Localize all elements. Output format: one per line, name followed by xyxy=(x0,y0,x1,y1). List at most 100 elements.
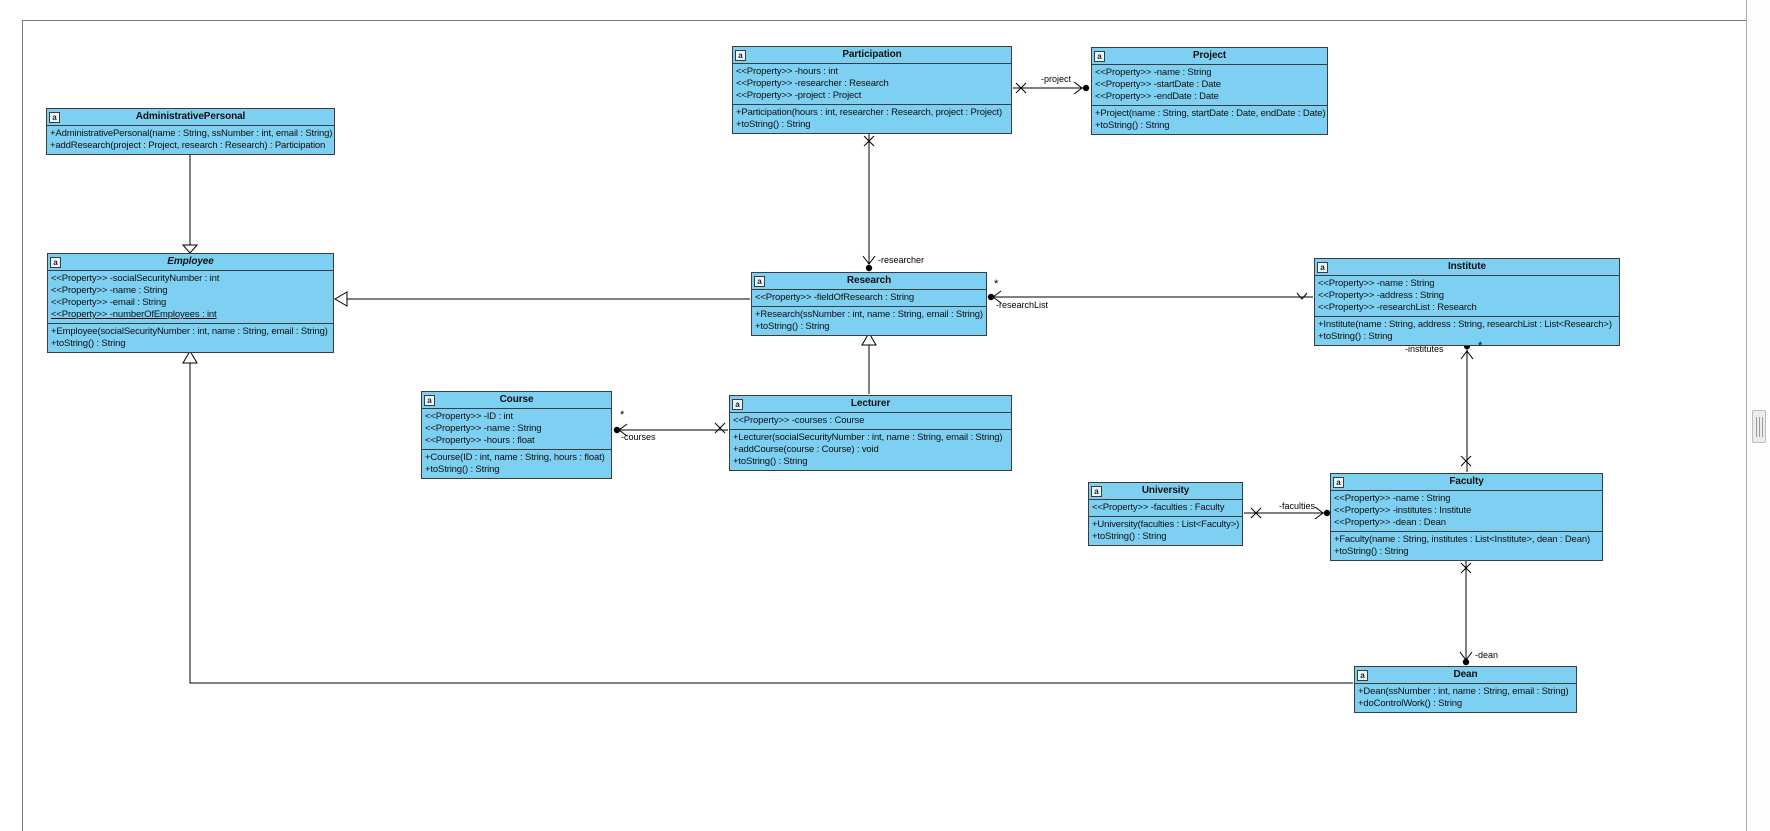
method-row: +Employee(socialSecurityNumber : int, na… xyxy=(51,326,328,337)
association-participation-project[interactable] xyxy=(1013,81,1090,95)
property-row: <<Property>> -numberOfEmployees : int xyxy=(51,309,217,320)
connector-label-courses-role[interactable]: -courses xyxy=(621,432,656,442)
property-row: <<Property>> -name : String xyxy=(1318,278,1435,289)
ownership-dot xyxy=(865,264,873,272)
class-name: Course xyxy=(499,394,534,405)
property-row: <<Property>> -email : String xyxy=(51,297,167,308)
scrollbar-thumb-grip xyxy=(1761,416,1763,437)
vertical-scrollbar[interactable] xyxy=(1747,0,1770,831)
annotation-a-icon: a xyxy=(49,111,60,123)
method-row: +addResearch(project : Project, research… xyxy=(50,140,326,151)
ownership-dot xyxy=(1082,84,1090,92)
connector-label-courses-mult[interactable]: * xyxy=(620,409,625,421)
methods-compartment: +Faculty(name : String, institutes : Lis… xyxy=(1331,532,1602,560)
class-name: University xyxy=(1141,485,1190,496)
class-name: Project xyxy=(1192,50,1227,61)
method-row: +toString() : String xyxy=(1334,546,1409,557)
property-row: <<Property>> -researchList : Research xyxy=(1318,302,1477,313)
connector-label-institutes-mult[interactable]: * xyxy=(1478,340,1483,352)
property-row: <<Property>> -hours : float xyxy=(425,435,535,446)
class-name: Dean xyxy=(1453,669,1478,680)
connector-label-research-list-role[interactable]: -researchList xyxy=(996,300,1049,310)
method-row: +toString() : String xyxy=(1092,531,1167,542)
method-row: +toString() : String xyxy=(736,119,811,130)
association-faculty-dean[interactable] xyxy=(1459,556,1473,666)
method-row: +Participation(hours : int, researcher :… xyxy=(736,107,1003,118)
scrollbar-thumb-grip xyxy=(1755,416,1757,437)
connector-label-researcher-role[interactable]: -researcher xyxy=(878,255,925,265)
generalization-research-employee[interactable] xyxy=(334,291,750,307)
method-row: +toString() : String xyxy=(51,338,126,349)
connector-label-project-role[interactable]: -project xyxy=(1041,74,1072,84)
association-lecturer-courses[interactable] xyxy=(613,422,728,437)
generalization-line xyxy=(189,363,1353,684)
navigability-arrow xyxy=(992,290,1002,304)
property-row: <<Property>> -name : String xyxy=(1095,67,1212,78)
class-box-university[interactable]: University a <<Property>> -faculties : Fac… xyxy=(1088,482,1243,546)
generalization-administrativepersonal-employee[interactable] xyxy=(181,153,199,254)
class-header: University a xyxy=(1089,483,1242,500)
association-university-faculties[interactable] xyxy=(1244,506,1331,520)
association-participation-researcher[interactable] xyxy=(862,131,876,272)
canvas-left-border xyxy=(22,20,23,831)
method-row: +Lecturer(socialSecurityNumber : int, na… xyxy=(733,432,1003,443)
property-row: <<Property>> -socialSecurityNumber : int xyxy=(51,273,220,284)
generalization-dean-employee[interactable] xyxy=(182,350,1353,684)
x-marker xyxy=(714,422,726,434)
class-name: Participation xyxy=(842,49,902,60)
method-row: +Course(ID : int, name : String, hours :… xyxy=(425,452,605,463)
class-name: Research xyxy=(846,275,892,286)
annotation-a-icon: a xyxy=(1091,485,1102,497)
method-row: +toString() : String xyxy=(755,321,830,332)
method-row: +Institute(name : String, address : Stri… xyxy=(1318,319,1612,330)
x-marker xyxy=(1460,455,1472,467)
methods-compartment: +Course(ID : int, name : String, hours :… xyxy=(422,450,611,478)
connector-label-faculties-role[interactable]: -faculties xyxy=(1279,501,1316,511)
ownership-dot xyxy=(1462,658,1470,666)
methods-compartment: +Project(name : String, startDate : Date… xyxy=(1092,106,1327,134)
methods-compartment: +AdministrativePersonal(name : String, s… xyxy=(47,126,334,154)
method-row: +Dean(ssNumber : int, name : String, ema… xyxy=(1358,686,1569,697)
properties-compartment: <<Property>> -courses : Course xyxy=(730,413,1011,430)
generalization-arrowhead xyxy=(181,244,199,254)
ownership-dot xyxy=(613,426,621,434)
method-row: +Faculty(name : String, institutes : Lis… xyxy=(1334,534,1590,545)
class-name: Lecturer xyxy=(850,398,891,409)
scrollbar-thumb[interactable] xyxy=(1752,410,1766,443)
annotation-a-icon: a xyxy=(1333,476,1344,488)
method-row: +addCourse(course : Course) : void xyxy=(733,444,879,455)
x-marker xyxy=(1460,562,1472,574)
association-faculty-institutes[interactable] xyxy=(1460,342,1474,472)
class-header: Dean a xyxy=(1355,667,1576,684)
class-box-dean[interactable]: Dean a +Dean(ssNumber : int, name : String… xyxy=(1354,666,1577,713)
generalization-arrowhead xyxy=(861,332,877,346)
association-institute-researchlist[interactable] xyxy=(987,290,1313,304)
properties-compartment: <<Property>> -socialSecurityNumber : int… xyxy=(48,271,333,324)
connector-label-institutes-role[interactable]: -institutes xyxy=(1405,344,1444,354)
class-name: Institute xyxy=(1448,261,1486,272)
property-row: <<Property>> -ID : int xyxy=(425,411,514,422)
connector-label-research-list-mult[interactable]: * xyxy=(994,278,999,290)
property-row: <<Property>> -project : Project xyxy=(736,90,862,101)
property-row: <<Property>> -faculties : Faculty xyxy=(1092,502,1225,513)
connector-label-dean-role[interactable]: -dean xyxy=(1475,650,1499,660)
property-row: <<Property>> -startDate : Date xyxy=(1095,79,1221,90)
method-row: +toString() : String xyxy=(425,464,500,475)
annotation-a-icon: a xyxy=(1357,669,1368,681)
generalization-lecturer-research[interactable] xyxy=(861,332,877,394)
